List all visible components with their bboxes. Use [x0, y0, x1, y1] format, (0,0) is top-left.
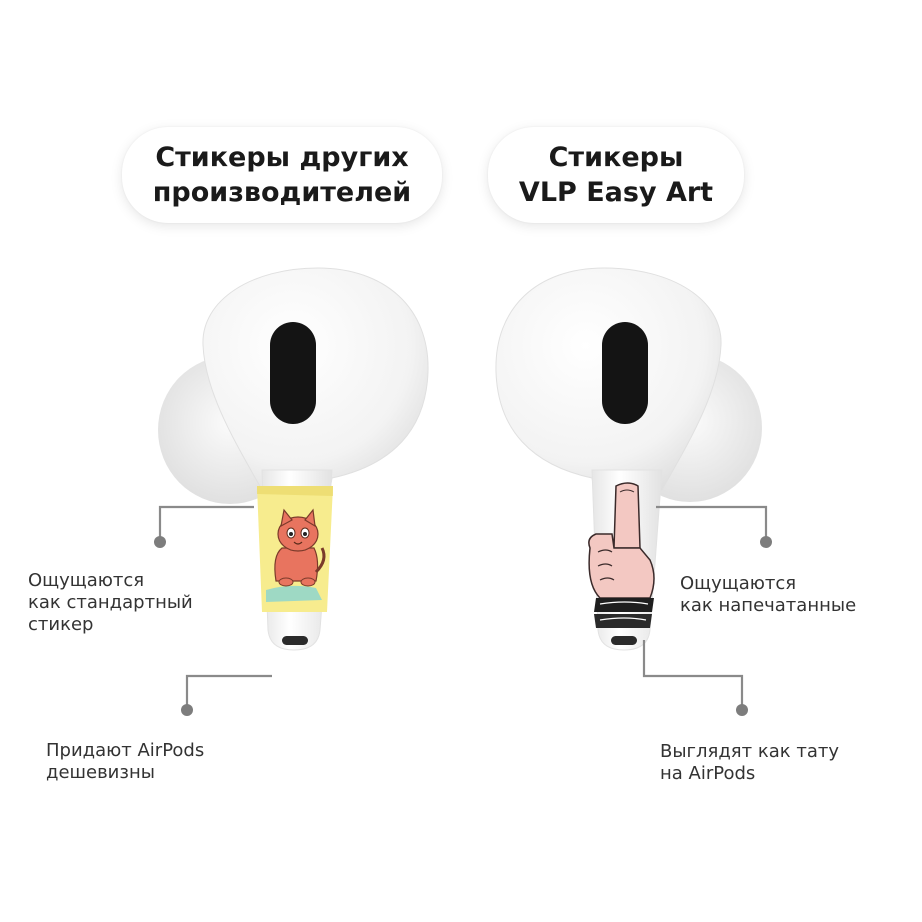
cat-icon	[274, 508, 326, 587]
callout-dot-right-feel	[760, 536, 772, 548]
caption-left-feel-line2: как стандартный	[28, 592, 193, 613]
hand-gesture-icon	[588, 482, 655, 628]
callout-line-left-look	[185, 674, 272, 708]
right-mic-grille	[611, 636, 637, 645]
cheap-sticker	[257, 486, 333, 612]
callout-dot-left-look	[181, 704, 193, 716]
left-mic-grille	[282, 636, 308, 645]
label-vlp-line2: VLP Easy Art	[518, 177, 714, 208]
caption-left-feel-line1: Ощущаются	[28, 570, 145, 591]
callout-line-left-feel	[158, 505, 254, 540]
label-vlp-line1: Стикеры	[548, 142, 684, 173]
caption-right-look: Выглядят как тату на AirPods	[660, 741, 839, 785]
caption-left-feel: Ощущаются как стандартный стикер	[28, 570, 193, 636]
caption-left-look-line1: Придают AirPods	[46, 740, 205, 761]
right-sensor	[602, 322, 648, 424]
label-other-line1: Стикеры других	[155, 142, 409, 173]
caption-left-look-line2: дешевизны	[46, 762, 155, 783]
left-sensor	[270, 322, 316, 424]
label-vlp-easy-art: Стикеры VLP Easy Art	[488, 127, 744, 223]
callout-line-right-look	[642, 640, 744, 708]
caption-right-feel-line1: Ощущаются	[680, 573, 797, 594]
caption-left-look: Придают AirPods дешевизны	[46, 740, 204, 784]
left-airpod	[158, 267, 429, 651]
label-other-line2: производителей	[152, 177, 412, 208]
cheap-sticker-edge	[257, 486, 333, 496]
caption-right-feel-line2: как напечатанные	[680, 595, 857, 616]
cheap-sticker-grass	[266, 585, 322, 602]
caption-right-look-line2: на AirPods	[660, 763, 756, 784]
label-other-manufacturers: Стикеры других производителей	[122, 127, 442, 223]
callout-dot-right-look	[736, 704, 748, 716]
callout-dot-left-feel	[154, 536, 166, 548]
right-airpod	[495, 267, 762, 651]
caption-right-feel: Ощущаются как напечатанные	[680, 573, 856, 617]
caption-right-look-line1: Выглядят как тату	[660, 741, 839, 762]
caption-left-feel-line3: стикер	[28, 614, 94, 635]
callout-line-right-feel	[656, 505, 768, 540]
